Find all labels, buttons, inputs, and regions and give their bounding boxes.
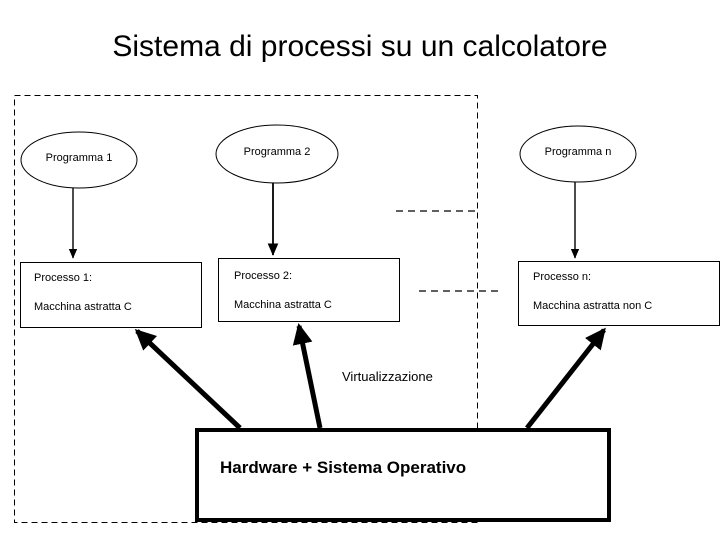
processo-1-subtitle: Macchina astratta C <box>34 301 132 313</box>
programma-1-label: Programma 1 <box>45 152 113 164</box>
processo-1-box[interactable] <box>20 262 202 328</box>
processo-2-subtitle: Macchina astratta C <box>234 299 332 311</box>
page-title: Sistema di processi su un calcolatore <box>112 30 608 63</box>
processo-2-box[interactable] <box>218 258 400 322</box>
calcolatore-boundary <box>14 95 478 523</box>
arrow-hardware-to-processo-n <box>525 327 606 430</box>
hardware-sistema-operativo-label: Hardware + Sistema Operativo <box>220 458 467 477</box>
programma-1-ellipse[interactable] <box>20 131 138 189</box>
programma-n-ellipse[interactable] <box>519 125 637 183</box>
arrow-hardware-to-processo-2 <box>292 323 323 429</box>
virtualizzazione-label: Virtualizzazione <box>342 369 433 384</box>
processo-n-subtitle: Macchina astratta non C <box>533 300 653 312</box>
processo-1-title: Processo 1: <box>34 272 93 284</box>
arrow-hardware-to-processo-1 <box>134 328 242 430</box>
processo-2-title: Processo 2: <box>234 270 293 282</box>
processo-n-box[interactable] <box>518 261 720 326</box>
processo-n-title: Processo n: <box>533 271 592 283</box>
programma-2-label: Programma 2 <box>243 146 311 158</box>
programma-2-ellipse[interactable] <box>215 124 339 184</box>
hardware-sistema-operativo-box[interactable] <box>195 428 611 522</box>
programma-n-label: Programma n <box>544 146 612 158</box>
